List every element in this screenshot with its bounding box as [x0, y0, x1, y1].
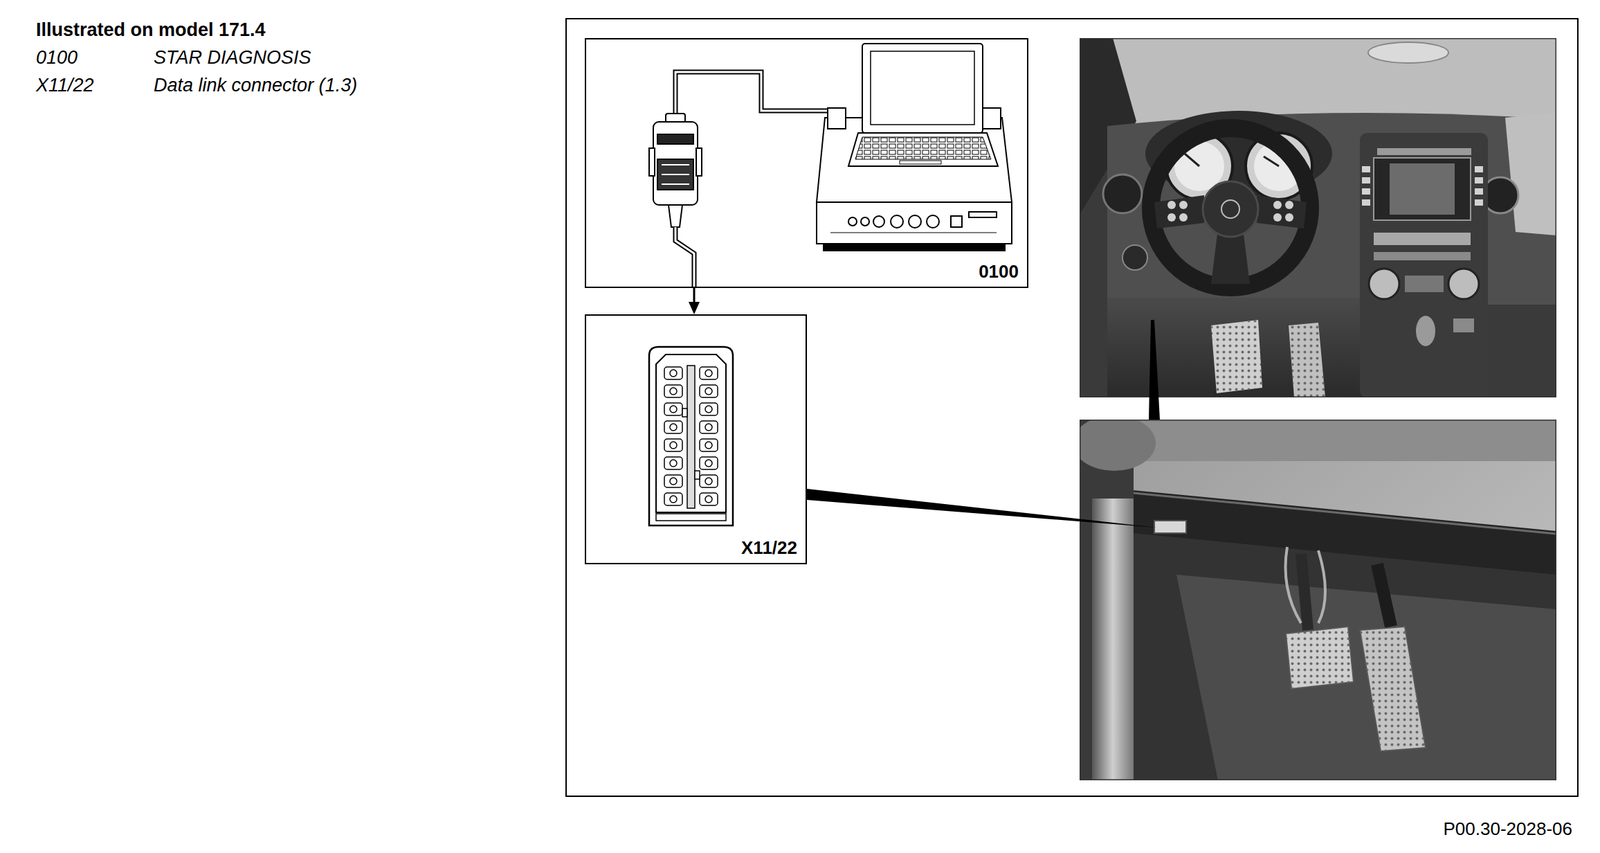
part-name: Data link connector (1.3) — [153, 73, 358, 97]
panel-label: X11/22 — [741, 536, 798, 559]
figure-frame — [566, 18, 1578, 796]
leader-line — [1148, 319, 1160, 420]
leader-line — [806, 488, 1158, 528]
data-link-connector-drawing — [649, 346, 733, 526]
connector-arrow — [693, 287, 696, 304]
part-number: 0100 — [35, 45, 78, 70]
part-number: X11/22 — [35, 73, 95, 97]
heading: Illustrated on model 171.4 — [35, 17, 266, 42]
figure-panel: X11/22 — [584, 314, 807, 565]
part-name: STAR DIAGNOSIS — [153, 45, 312, 70]
arrow-head — [688, 301, 700, 315]
footwell-photo — [1079, 419, 1557, 780]
star-diagnosis-drawing — [649, 43, 1012, 288]
figure-panel: 0100 — [584, 38, 1029, 288]
panel-label: 0100 — [978, 260, 1019, 283]
figure-code: P00.30-2028-06 — [1443, 816, 1573, 841]
